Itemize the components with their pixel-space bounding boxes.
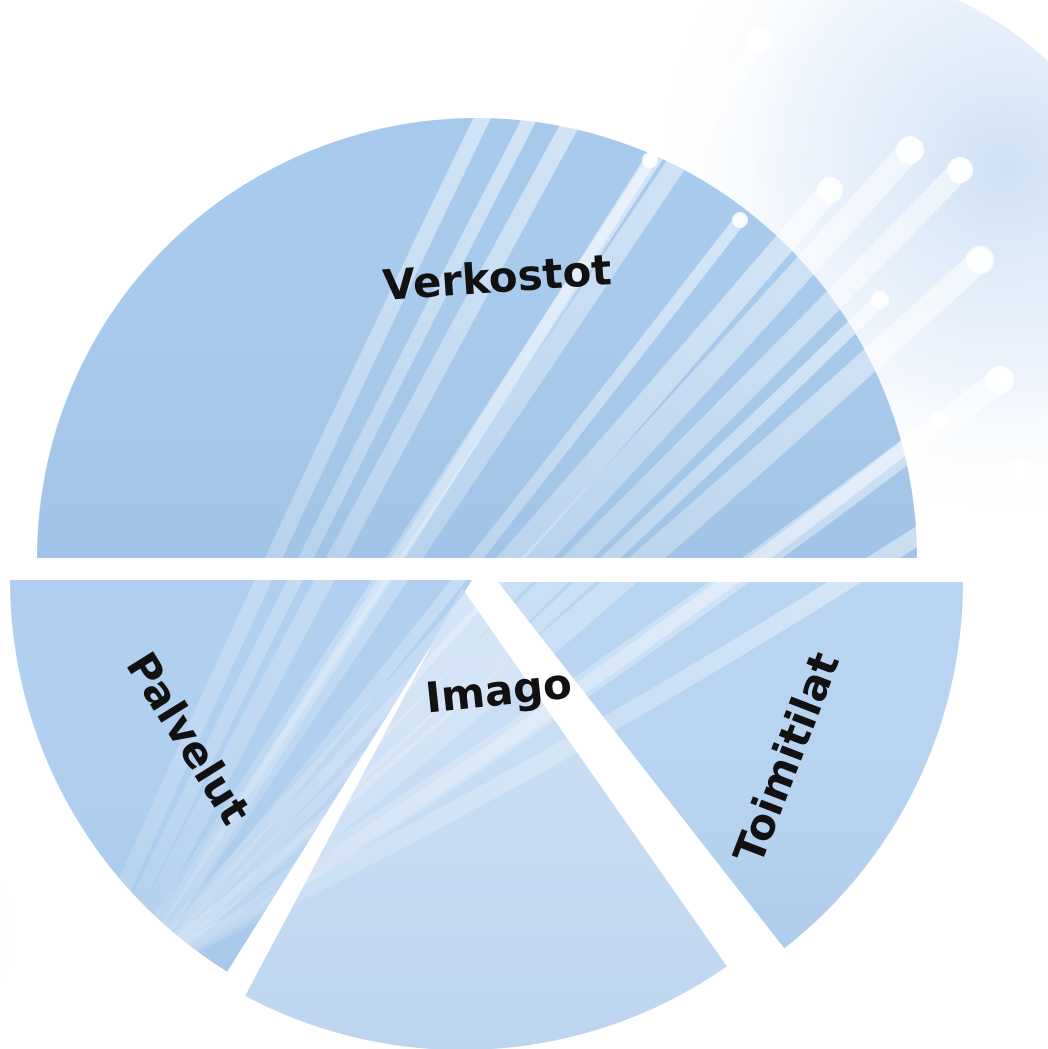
fiber-tip (966, 246, 994, 274)
fiber-tip (931, 411, 949, 429)
fiber-strand (101, 61, 609, 999)
fiber-strand (181, 461, 1029, 954)
fiber-tip (748, 28, 772, 52)
fiber-strand (144, 214, 746, 971)
fiber-tip (642, 152, 658, 168)
fiber-tip (732, 212, 748, 228)
fiber-tip (671, 111, 689, 129)
fiber-tip (947, 157, 973, 183)
fiber-strand (158, 248, 992, 967)
fiber-strand (83, 53, 567, 1007)
fiber-tip (986, 366, 1014, 394)
fiber-tip (510, 30, 530, 50)
fiber-tip (1009, 459, 1031, 481)
fiber-tip (551, 51, 569, 69)
fiber-strand (193, 413, 947, 947)
fiber-strand (62, 32, 528, 1018)
fiber-tip (871, 291, 889, 309)
segment-shade-imago (245, 588, 727, 1049)
fiber-strand (153, 293, 887, 967)
fiber-tip (817, 177, 843, 203)
fiber-strand (134, 154, 656, 976)
fiber-optic-strands (62, 28, 1031, 1018)
fiber-tip (589, 59, 611, 81)
fiber-tip (896, 136, 924, 164)
